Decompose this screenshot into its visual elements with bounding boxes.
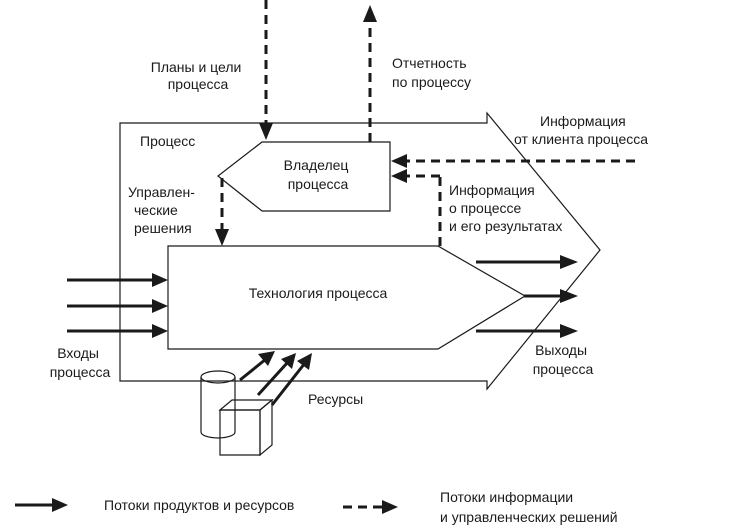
legend: Потоки продуктов и ресурсов Потоки инфор… bbox=[15, 489, 618, 525]
technology-label: Технология процесса bbox=[249, 285, 388, 301]
decisions-arrow bbox=[215, 178, 229, 246]
process-boundary bbox=[119, 111, 601, 391]
resources-label: Ресурсы bbox=[308, 391, 363, 407]
technology-box bbox=[167, 245, 527, 350]
resource-cube-icon bbox=[218, 398, 274, 457]
plans-label: Планы и цели процесса bbox=[151, 59, 245, 92]
reporting-label: Отчетность по процессу bbox=[392, 55, 471, 90]
process-label: Процесс bbox=[140, 133, 195, 149]
resource-cylinder-icon bbox=[200, 370, 236, 439]
resource-arrows bbox=[239, 351, 312, 406]
legend-dashed-label: Потоки информации и управленческих решен… bbox=[440, 489, 618, 525]
client-info-arrow bbox=[391, 154, 635, 168]
plans-arrow bbox=[259, 0, 273, 140]
owner-label: Владелец процесса bbox=[284, 157, 353, 192]
outputs-label: Выходы процесса bbox=[533, 342, 594, 377]
legend-solid-label: Потоки продуктов и ресурсов bbox=[104, 497, 294, 513]
output-arrows bbox=[476, 255, 578, 338]
process-info-arrow bbox=[391, 169, 442, 246]
decisions-label: Управлен- ческие решения bbox=[128, 184, 199, 236]
process-info-label: Информация о процессе и его результатах bbox=[449, 182, 562, 234]
inputs-label: Входы процесса bbox=[50, 345, 111, 380]
input-arrows bbox=[67, 273, 168, 338]
client-info-label: Информация от клиента процесса bbox=[514, 113, 648, 147]
reporting-arrow bbox=[363, 5, 377, 142]
